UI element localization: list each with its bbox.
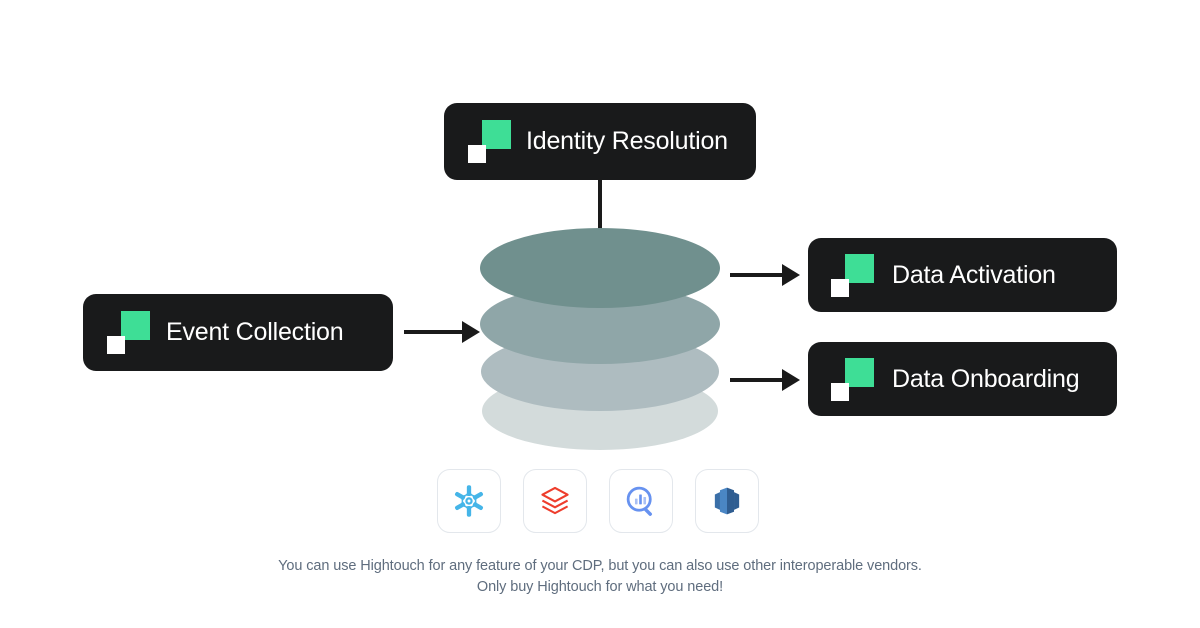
arrow-head-icon [462,321,480,343]
warehouse-layer-1 [480,228,720,308]
vendor-tile-bigquery[interactable] [609,469,673,533]
snowflake-icon [451,483,487,519]
arrow-event-to-warehouse [404,321,480,343]
logo-white-square [468,145,486,163]
hightouch-logo-icon [107,311,150,354]
logo-green-square [482,120,511,149]
hightouch-logo-icon [831,253,874,297]
node-event-collection[interactable]: Event Collection [83,294,393,371]
caption-line-2: Only buy Hightouch for what you need! [476,579,724,595]
vendor-logo-row [437,469,759,533]
vendor-tile-snowflake[interactable] [437,469,501,533]
node-identity-resolution-label: Identity Resolution [526,127,728,155]
vendor-tile-databricks[interactable] [523,469,587,533]
caption-line-1: You can use Hightouch for any feature of… [278,558,922,574]
arrow-head-icon [782,369,800,391]
logo-green-square [121,311,150,340]
vendor-tile-amazon-redshift[interactable] [695,469,759,533]
connector-identity-to-warehouse [598,179,602,236]
arrow-warehouse-to-activation [730,264,800,286]
arrow-head-icon [782,264,800,286]
data-warehouse-stack [480,228,720,450]
node-data-activation[interactable]: Data Activation [808,238,1117,312]
arrow-shaft [730,273,783,277]
arrow-shaft [404,330,463,334]
node-data-onboarding[interactable]: Data Onboarding [808,342,1117,416]
arrow-shaft [730,378,783,382]
logo-white-square [107,336,125,354]
databricks-icon [537,483,573,519]
hightouch-logo-icon [468,120,511,163]
logo-green-square [845,357,874,387]
logo-white-square [831,382,849,401]
node-identity-resolution[interactable]: Identity Resolution [444,103,756,180]
redshift-icon [709,483,745,519]
logo-white-square [831,278,849,297]
hightouch-logo-icon [831,357,874,401]
arrow-warehouse-to-onboarding [730,369,800,391]
node-event-collection-label: Event Collection [166,318,344,346]
caption: You can use Hightouch for any feature of… [0,556,1200,598]
node-data-activation-label: Data Activation [892,260,1056,289]
node-data-onboarding-label: Data Onboarding [892,364,1080,393]
bigquery-icon [623,483,659,519]
logo-green-square [845,253,874,283]
